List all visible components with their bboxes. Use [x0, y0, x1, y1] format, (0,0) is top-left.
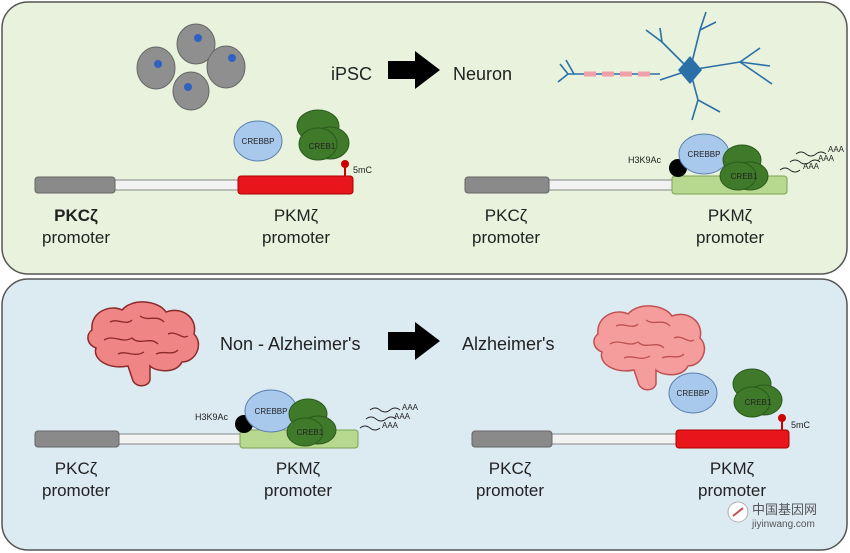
creb1-protein: [719, 144, 769, 191]
neuron-icon: [557, 11, 773, 121]
pkcz-promoter-label: promoter: [476, 481, 544, 500]
pkmz-promoter-label: promoter: [696, 228, 764, 247]
mrna-transcripts-icon: [779, 151, 827, 173]
transcript-label: AAA: [382, 421, 399, 430]
transcript-label: AAA: [394, 412, 411, 421]
creb1-protein: [732, 368, 783, 418]
pkmz-promoter-methylated: [237, 175, 354, 195]
watermark-site: 中国基因网: [752, 502, 817, 517]
bottom-left-mark-label: H3K9Ac: [195, 412, 229, 422]
pkmz-name: PKMζ: [276, 459, 321, 478]
top-to-label: Neuron: [453, 64, 512, 84]
pkcz-name: PKCζ: [485, 206, 528, 225]
crebbp-protein: [668, 372, 718, 414]
pkcz-promoter-label: promoter: [472, 228, 540, 247]
pkmz-promoter-label: promoter: [698, 481, 766, 500]
watermark-url: jiyinwang.com: [751, 519, 815, 530]
transcript-label: AAA: [818, 154, 835, 163]
top-right-locus: H3K9Ac CREBBP CREB1 AAA AAA AAA PKCζ pro…: [464, 133, 845, 247]
top-left-locus: 5mC CREBBP CREB1 PKCζ promoter PKMζ prom…: [34, 109, 373, 247]
transcript-label: AAA: [828, 145, 845, 154]
pkcz-name: PKCζ: [489, 459, 532, 478]
bottom-right-locus: 5mC CREBBP CREB1 PKCζ promoter PKMζ prom…: [471, 368, 811, 500]
top-left-mark-label: 5mC: [353, 165, 373, 175]
pkmz-promoter-label: promoter: [262, 228, 330, 247]
top-arrow-icon: [388, 51, 440, 89]
creb1-label: CREB1: [309, 142, 336, 151]
creb1-protein: [296, 109, 350, 161]
creb1-protein: [286, 398, 337, 447]
pkmz-promoter-methylated: [675, 429, 790, 449]
pkmz-promoter-label: promoter: [264, 481, 332, 500]
crebbp-label: CREBBP: [242, 137, 275, 146]
creb1-label: CREB1: [297, 428, 324, 437]
pkmz-name: PKMζ: [708, 206, 753, 225]
mrna-transcripts-icon: [359, 407, 401, 431]
ipsc-cells-icon: [136, 23, 246, 111]
alzheimers-brain-icon: [593, 305, 706, 391]
pkcz-promoter-box: [464, 176, 550, 194]
bottom-to-label: Alzheimer's: [462, 334, 554, 354]
crebbp-label: CREBBP: [688, 150, 721, 159]
creb1-label: CREB1: [731, 172, 758, 181]
pkcz-promoter-box: [34, 430, 120, 448]
pkcz-promoter-label: promoter: [42, 228, 110, 247]
pkcz-name: PKCζ: [55, 459, 98, 478]
pkcz-promoter-box: [34, 176, 116, 194]
creb1-label: CREB1: [745, 398, 772, 407]
top-from-label: iPSC: [331, 64, 372, 84]
bottom-right-mark-label: 5mC: [791, 420, 811, 430]
pkcz-promoter-box: [471, 430, 553, 448]
pkcz-name: PKCζ: [54, 206, 98, 225]
bottom-from-label: Non - Alzheimer's: [220, 334, 360, 354]
pkcz-promoter-label: promoter: [42, 481, 110, 500]
methyl-mark-icon: [778, 414, 786, 422]
pkmz-name: PKMζ: [274, 206, 319, 225]
bottom-arrow-icon: [388, 322, 440, 360]
crebbp-label: CREBBP: [255, 407, 288, 416]
crebbp-protein: [233, 120, 283, 162]
pkmz-name: PKMζ: [710, 459, 755, 478]
methyl-mark-icon: [341, 160, 349, 168]
crebbp-label: CREBBP: [677, 389, 710, 398]
top-right-mark-label: H3K9Ac: [628, 155, 662, 165]
transcript-label: AAA: [803, 162, 820, 171]
bottom-left-locus: H3K9Ac CREBBP CREB1 AAA AAA AAA PKCζ pro…: [34, 389, 419, 500]
brain-icon: [87, 301, 200, 387]
transcript-label: AAA: [402, 403, 419, 412]
watermark: 中国基因网 jiyinwang.com: [727, 501, 817, 530]
